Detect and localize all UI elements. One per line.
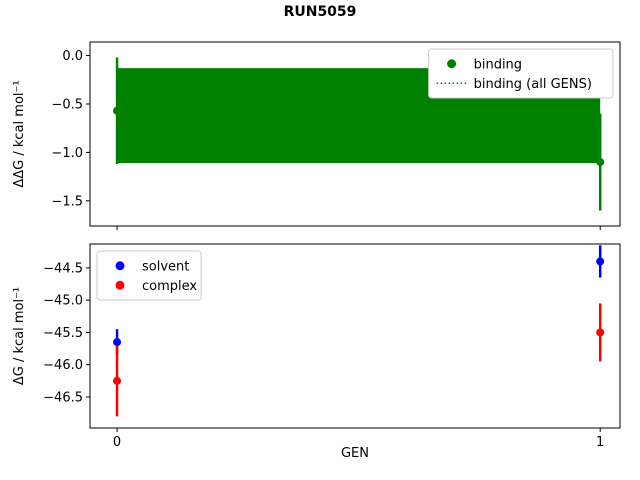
y-tick-label: −46.5	[43, 391, 83, 406]
legend-marker-dot	[115, 280, 125, 290]
legend-marker-dot	[115, 261, 125, 271]
legend: binding binding (all GENS)	[428, 48, 614, 99]
binding-point	[113, 106, 122, 115]
complex-point	[596, 328, 605, 337]
subplot-2: −44.5 −45.0 −45.5 −46.0 −46.5 0 1 solvent comple…	[43, 243, 621, 450]
complex-point	[113, 376, 122, 385]
legend-marker-dot	[447, 59, 457, 69]
y-tick-label: −1.5	[51, 194, 83, 209]
x-tick-label: 0	[113, 435, 121, 450]
x-axis-label: GEN	[340, 446, 369, 461]
y-tick-label: −1.0	[51, 146, 83, 161]
y-tick-label: −46.0	[43, 358, 83, 373]
x-tick-label: 1	[596, 435, 604, 450]
subplot-1: 0.0 −0.5 −1.0 −1.5 binding binding (all GENS)	[51, 41, 621, 230]
legend-label: complex	[142, 279, 197, 294]
solvent-point	[596, 257, 605, 266]
y-tick-label: −0.5	[51, 97, 83, 112]
legend-box	[428, 48, 614, 99]
binding-point	[596, 158, 605, 167]
legend-label: solvent	[142, 259, 189, 274]
legend-label: binding	[474, 57, 522, 72]
solvent-point	[113, 338, 122, 347]
figure-title: RUN5059	[283, 4, 357, 20]
legend-label: binding (all GENS)	[474, 77, 592, 92]
y-tick-label: 0.0	[62, 49, 83, 64]
y-tick-label: −45.0	[43, 294, 83, 309]
y-tick-label: −44.5	[43, 261, 83, 276]
legend: solvent complex	[96, 250, 202, 301]
y-tick-label: −45.5	[43, 326, 83, 341]
